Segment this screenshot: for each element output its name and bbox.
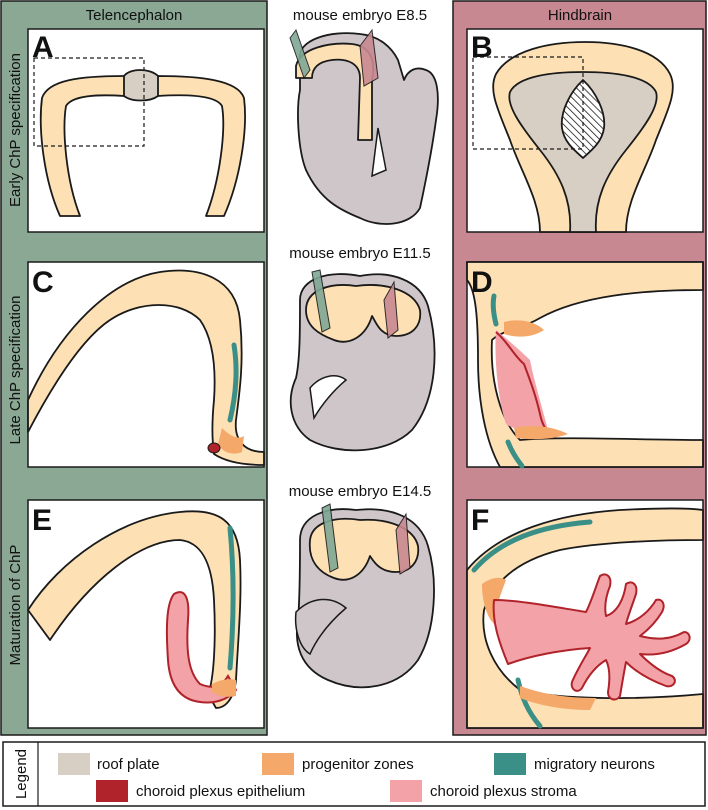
embryo-e145-title: mouse embryo E14.5 [289, 483, 432, 500]
legend-swatch-roof-plate [58, 753, 90, 775]
legend-label-progenitor: progenitor zones [302, 756, 414, 773]
panel-f: F [466, 499, 704, 729]
embryo-e85: mouse embryo E8.5 [289, 7, 439, 225]
legend-swatch-migratory [494, 753, 526, 775]
legend-swatch-epithelium [96, 780, 128, 802]
panel-a-letter: A [32, 31, 54, 64]
panel-e: E [27, 499, 265, 729]
legend-title: Legend [13, 749, 30, 799]
legend-swatch-progenitor [262, 753, 294, 775]
hindbrain-title: Hindbrain [548, 7, 612, 24]
embryo-e145: mouse embryo E14.5 [289, 483, 435, 689]
panel-c: C [27, 261, 265, 468]
panel-b-letter: B [471, 31, 493, 64]
embryo-e85-title: mouse embryo E8.5 [293, 7, 427, 24]
panel-e-letter: E [32, 504, 52, 537]
panel-a: A [27, 28, 265, 233]
telencephalon-title: Telencephalon [86, 7, 183, 24]
embryo-e115: mouse embryo E11.5 [289, 245, 436, 452]
legend-label-migratory: migratory neurons [534, 756, 655, 773]
panel-c-letter: C [32, 266, 54, 299]
legend-label-roof-plate: roof plate [97, 756, 160, 773]
row-label-maturation: Maturation of ChP [7, 545, 24, 666]
panel-d-letter: D [471, 266, 493, 299]
legend-label-stroma: choroid plexus stroma [430, 783, 577, 800]
row-label-early: Early ChP specification [7, 53, 24, 207]
panel-d: D [466, 261, 704, 469]
legend-label-epithelium: choroid plexus epithelium [136, 783, 305, 800]
panel-f-letter: F [471, 504, 489, 537]
legend: Legend roof plate progenitor zones migra… [2, 741, 706, 807]
embryo-e115-title: mouse embryo E11.5 [289, 245, 430, 262]
panel-b: B [466, 28, 704, 233]
row-label-late: Late ChP specification [7, 296, 24, 445]
legend-swatch-stroma [390, 780, 422, 802]
